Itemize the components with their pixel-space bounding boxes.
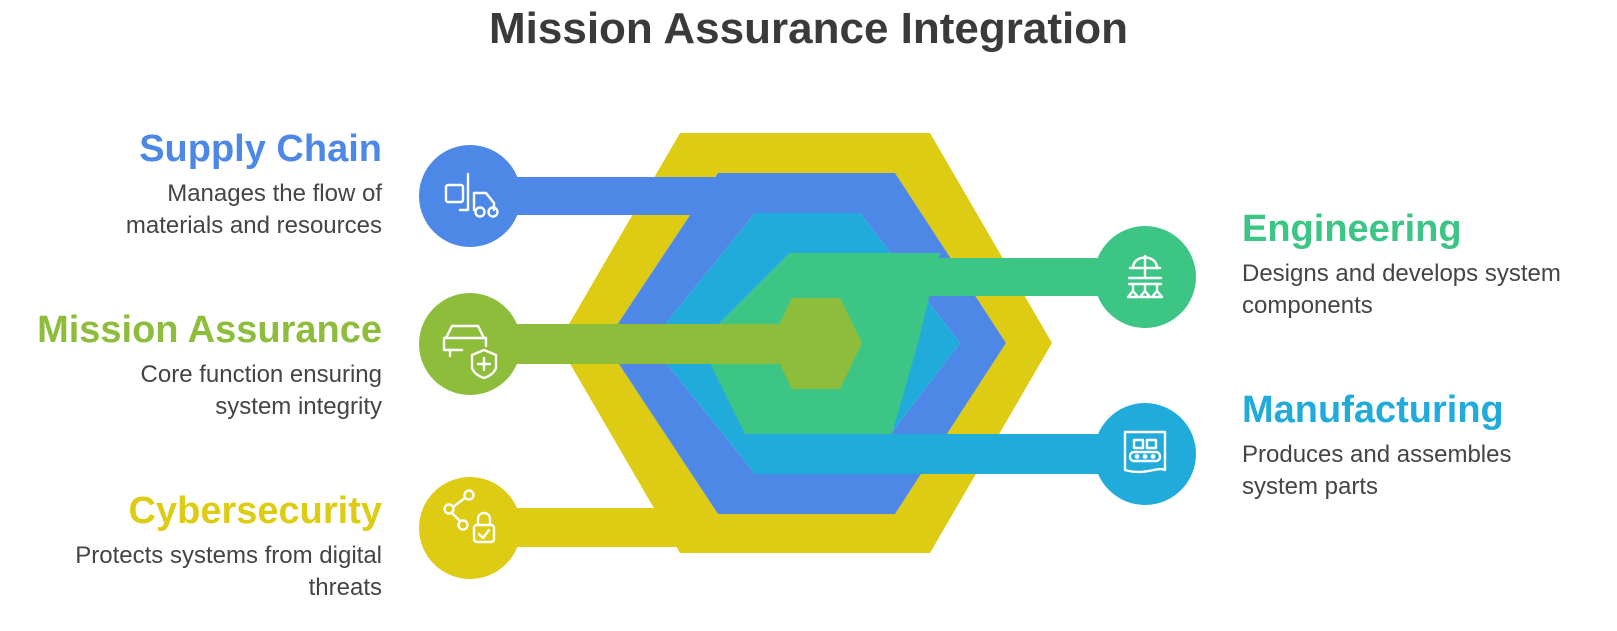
forklift-icon (444, 172, 499, 218)
engineering-description: Designs and develops system components (1242, 258, 1614, 322)
mission-assurance-description: Core function ensuring system integrity (10, 359, 382, 423)
mission-assurance-connector (470, 324, 790, 364)
supply-chain-description: Manages the flow of materials and resour… (10, 178, 382, 242)
manufacturing-circle (1094, 403, 1196, 505)
engineering-block: Engineering Designs and develops system … (1242, 206, 1614, 322)
cybersecurity-title: Cybersecurity (128, 490, 382, 532)
supply-chain-desc-line2: materials and resources (125, 212, 382, 239)
mission-assurance-title: Mission Assurance (37, 309, 382, 351)
engineering-connector (895, 258, 1115, 296)
cybersecurity-circle (419, 477, 521, 579)
manufacturing-title: Manufacturing (1242, 389, 1504, 431)
supply-chain-circle (419, 145, 521, 247)
manufacturing-desc-line1: Produces and assembles (1242, 441, 1512, 468)
manufacturing-desc-line2: system parts (1242, 473, 1379, 500)
supply-chain-desc-line1: Manages the flow of (167, 180, 382, 207)
conveyor-icon (1123, 430, 1167, 474)
mission-assurance-circle (419, 293, 521, 395)
engineering-desc-line2: components (1242, 292, 1373, 319)
mission-assurance-core (770, 298, 862, 389)
manufacturing-description: Produces and assembles system parts (1242, 439, 1614, 503)
supply-chain-title: Supply Chain (139, 128, 382, 170)
mission-assurance-desc-line2: system integrity (215, 393, 382, 420)
mission-assurance-block: Mission Assurance Core function ensuring… (10, 307, 382, 423)
diagram-title: Mission Assurance Integration (489, 4, 1128, 53)
engineering-title: Engineering (1242, 208, 1462, 250)
cybersecurity-block: Cybersecurity Protects systems from digi… (10, 488, 382, 604)
mission-assurance-desc-line1: Core function ensuring (140, 361, 382, 388)
supply-chain-block: Supply Chain Manages the flow of materia… (10, 126, 382, 242)
network-lock-icon (443, 489, 496, 544)
engineering-desc-line1: Designs and develops system (1242, 260, 1561, 287)
manufacturing-block: Manufacturing Produces and assembles sys… (1242, 387, 1614, 503)
cybersecurity-desc-line1: Protects systems from digital (75, 542, 382, 569)
cybersecurity-desc-line2: threats (308, 574, 382, 601)
cybersecurity-description: Protects systems from digital threats (10, 540, 382, 604)
hardhat-network-icon (1126, 254, 1164, 299)
vehicle-shield-icon (442, 324, 498, 380)
